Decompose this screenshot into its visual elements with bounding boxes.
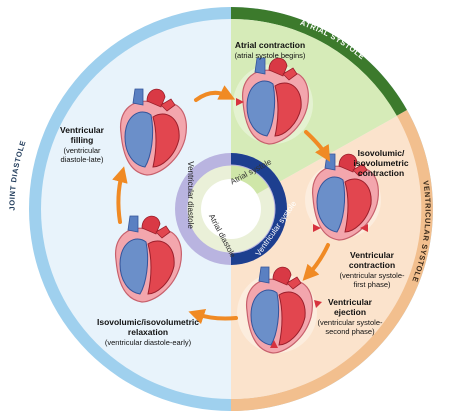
stage-ventricular-filling: Ventricular filling (ventricular diastol… <box>60 125 105 164</box>
atrial-contraction-title: Atrial contraction <box>235 40 305 50</box>
ventricular-ejection-subtitle-1: (ventricular systole- <box>317 318 383 327</box>
stage-isovolumic-contraction: Isovolumic/ isovolumetric contraction <box>353 148 409 178</box>
arrow-atrial-to-contraction <box>304 130 331 162</box>
isovolumic-contraction-title-2: isovolumetric <box>353 158 409 168</box>
relaxation-title-1: Isovolumic/isovolumetric <box>97 317 199 327</box>
ventricular-filling-subtitle-1: (ventricular <box>63 146 101 155</box>
cycle-arrows <box>112 85 331 325</box>
relaxation-title-2: relaxation <box>128 327 168 337</box>
relaxation-subtitle: (ventricular diastole-early) <box>105 338 192 347</box>
stage-ventricular-contraction: Ventricular contraction (ventricular sys… <box>339 250 405 289</box>
isovolumic-contraction-title-1: Isovolumic/ <box>358 148 405 158</box>
ventricular-contraction-subtitle-1: (ventricular systole- <box>339 271 405 280</box>
ventricular-contraction-subtitle-2: first phase) <box>353 280 391 289</box>
arrow-contraction-to-ejection <box>302 243 330 281</box>
stage-ventricular-ejection: Ventricular ejection (ventricular systol… <box>317 297 383 336</box>
ventricular-filling-title-2: filling <box>71 135 94 145</box>
ventricular-contraction-title-1: Ventricular <box>350 250 395 260</box>
isovolumic-contraction-title-3: contraction <box>358 168 404 178</box>
central-hub <box>175 153 287 265</box>
ventricular-contraction-title-2: contraction <box>349 260 395 270</box>
hub-center <box>201 179 261 239</box>
arrow-filling-to-atrial <box>194 85 236 102</box>
stage-relaxation: Isovolumic/isovolumetric relaxation (ven… <box>97 317 199 347</box>
arrow-relaxation-to-filling <box>112 166 128 224</box>
stage-atrial-contraction: Atrial contraction (atrial systole begin… <box>235 40 306 60</box>
ventricular-filling-title-1: Ventricular <box>60 125 105 135</box>
joint-diastole-label: JOINT DIASTOLE <box>8 139 28 211</box>
ventricular-ejection-title-1: Ventricular <box>328 297 373 307</box>
atrial-contraction-subtitle: (atrial systole begins) <box>235 51 306 60</box>
ventricular-ejection-title-2: ejection <box>334 307 366 317</box>
ventricular-ejection-subtitle-2: second phase) <box>325 327 375 336</box>
arrow-ejection-to-relaxation <box>188 308 238 325</box>
ventricular-filling-subtitle-2: diastole-late) <box>61 155 104 164</box>
hub-ventricular-diastole-label: Ventricular diastole <box>186 161 195 229</box>
flow-arrows <box>236 98 368 348</box>
